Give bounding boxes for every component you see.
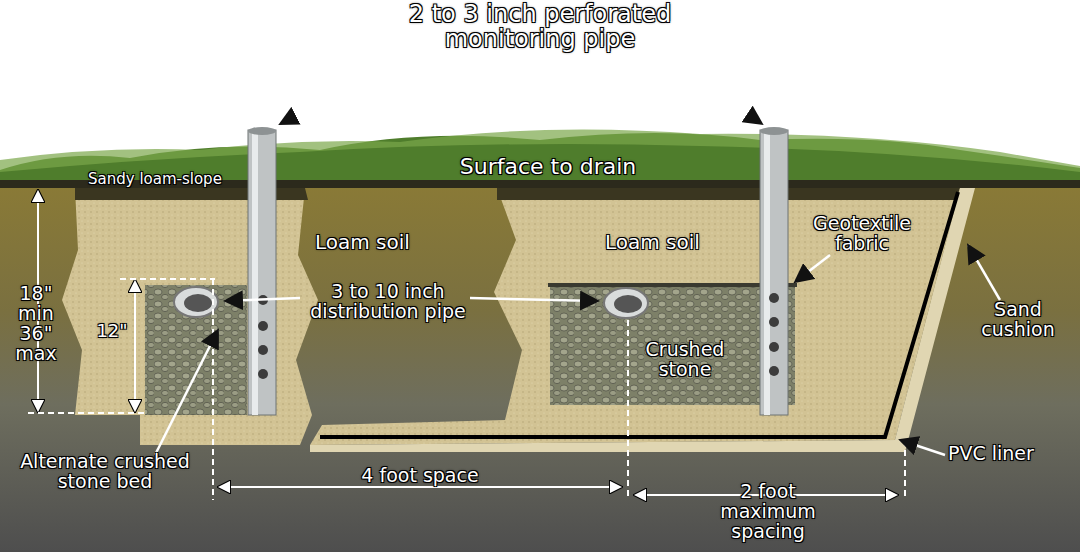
callout-label: Sand cushion xyxy=(958,300,1078,340)
pipe-opening xyxy=(614,295,642,313)
callout-label: 2 to 3 inch perforated monitoring pipe xyxy=(370,2,710,52)
pipe-opening xyxy=(184,294,212,312)
callout-label: Crushed stone xyxy=(625,340,745,380)
loam-soil xyxy=(62,188,318,445)
distribution-pipe xyxy=(174,287,218,317)
crushed-stone-bed xyxy=(145,285,247,415)
ground xyxy=(0,182,1080,552)
callout-label: Surface to drain xyxy=(418,155,678,178)
callout-label: Alternate crushed stone bed xyxy=(5,452,205,492)
monitoring-pipe xyxy=(248,130,276,415)
callout-label: Sandy loam-slope xyxy=(88,172,258,188)
crushed-stone xyxy=(550,285,795,405)
callout-label: 2 foot maximum spacing xyxy=(703,482,833,542)
surface-soil xyxy=(75,188,960,200)
callout-label: 4 foot space xyxy=(355,466,485,486)
callout-label: Loam soil xyxy=(315,232,455,253)
distribution-pipe xyxy=(604,288,648,318)
pipe-top xyxy=(760,127,788,135)
callout-label: 12" xyxy=(92,322,132,341)
monitoring-pipe xyxy=(760,130,788,415)
pipe-shine xyxy=(252,130,258,415)
callout-label: Geotextile fabric xyxy=(797,214,927,254)
callout-label: 3 to 10 inch distribution pipe xyxy=(288,282,488,322)
leader-lines xyxy=(155,62,1000,455)
callout-label: 18" min 36" max xyxy=(0,284,72,364)
pipe-shine xyxy=(764,130,770,415)
callout-label: Loam soil xyxy=(605,232,745,253)
callout-label: PVC liner xyxy=(948,444,1078,464)
pipe-top xyxy=(248,127,276,135)
